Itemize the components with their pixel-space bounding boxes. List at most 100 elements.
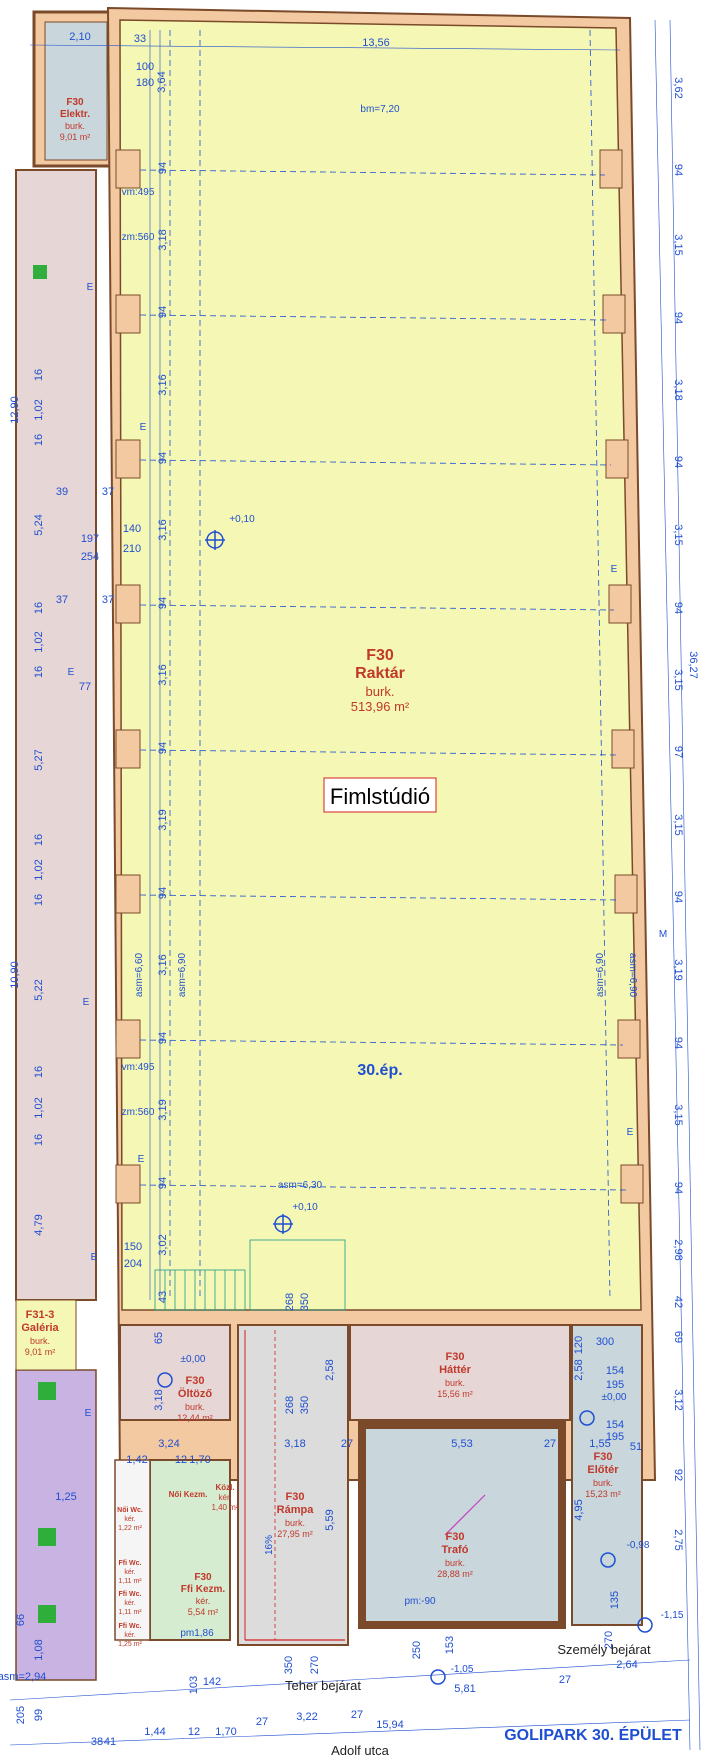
dim-lower-37: 103 (188, 1676, 200, 1694)
dim-right-6: 3,15 (672, 524, 684, 545)
dim-top-5: 3,64 (156, 71, 168, 92)
room-ffi_wc2-code: Ffi Wc. (119, 1591, 142, 1598)
dim-side-4: 37 (102, 486, 114, 498)
room-raktar-code: F30 (366, 647, 394, 664)
dim-lower-28: 66 (15, 1614, 27, 1626)
dim-lower-14: 5,53 (451, 1438, 472, 1450)
dim-lower-21: 1,42 (126, 1454, 147, 1466)
dim-right-18: 69 (672, 1331, 684, 1343)
room-ffi_wc1-surface: kér. (124, 1569, 135, 1576)
room-rampa-code: F30 (286, 1491, 305, 1503)
dim-left-8: 94 (157, 742, 169, 754)
dim-lower-51: asm=2,94 (0, 1671, 46, 1683)
room-raktar-name: Raktár (355, 665, 405, 682)
note-e-7: E (91, 1252, 98, 1263)
dim-left-5: 3,16 (157, 519, 169, 540)
dim-right-0: 3,62 (672, 77, 684, 98)
note-bm: bm=7,20 (360, 104, 400, 115)
dim-lower-33: 153 (444, 1636, 456, 1654)
room-eloter-code: F30 (594, 1451, 613, 1463)
dim-lower-7: 120 (573, 1336, 585, 1354)
dim-lower-16: 1,55 (589, 1438, 610, 1450)
room-elektr-code: F30 (66, 97, 84, 108)
note-level2: +0,10 (292, 1202, 318, 1213)
dim-left-14: 94 (157, 1177, 169, 1189)
dim-lower-43: 3,22 (296, 1711, 317, 1723)
column-marker-3 (38, 1605, 56, 1623)
room-ffi_kezm-surface: kér. (196, 1596, 211, 1606)
dim-left-1: 3,18 (157, 229, 169, 250)
dim-right-7: 94 (672, 602, 684, 614)
dim-right-19: 3,12 (672, 1389, 684, 1410)
dim-side-12: 37 (102, 594, 114, 606)
note-e-1: E (140, 422, 147, 433)
dim-side-3: 39 (56, 486, 68, 498)
level-marker-1 (205, 530, 225, 550)
level-marker-3 (157, 1372, 653, 1685)
dim-right-20: 92 (672, 1469, 684, 1481)
room-galeria-code: F31-3 (26, 1309, 55, 1321)
stair (154, 1239, 346, 1311)
dim-lower-1: 3,18 (153, 1389, 165, 1410)
column-marker-4 (33, 265, 47, 279)
column-marker-2 (38, 1528, 56, 1546)
freight-entrance-label: Teher bejárat (285, 1678, 361, 1693)
dim-lower-50: 41 (104, 1736, 116, 1748)
dim-right-9: 97 (672, 746, 684, 758)
room-ffi_wc3-area: 1,25 m² (118, 1641, 142, 1648)
dim-side-28: 10,90 (9, 961, 21, 989)
right-pilasters (599, 149, 644, 1204)
dim-side-13: 1,02 (33, 631, 45, 652)
note-level-115: -1,15 (661, 1610, 684, 1621)
dim-side-23: 16 (33, 1134, 45, 1146)
dim-side-18: 1,02 (33, 859, 45, 880)
room-hatter-code: F30 (446, 1351, 465, 1363)
room-hatter-area: 15,56 m² (437, 1389, 473, 1399)
dim-side-9: 210 (123, 543, 141, 555)
dim-lower-11: 195 (606, 1379, 624, 1391)
dim-lower-3: 268 (284, 1293, 296, 1311)
dim-side-20: 5,22 (33, 979, 45, 1000)
dim-lines (29, 19, 701, 1751)
room-oltozo-name: Öltöző (178, 1387, 212, 1400)
dim-lower-35: 350 (283, 1656, 295, 1674)
dim-left-6: 94 (157, 597, 169, 609)
structural-grid (139, 29, 627, 1301)
hatter-room (349, 1324, 571, 1421)
dim-lower-40: 12 (188, 1726, 200, 1738)
dim-lower-22: 12 (175, 1454, 187, 1466)
dim-lower-19: 3,18 (284, 1438, 305, 1450)
dim-lower-41: 1,70 (215, 1726, 236, 1738)
note-level-eloter: ±0,00 (602, 1392, 627, 1403)
room-kozl-area: 1,40 m² (211, 1503, 238, 1512)
dim-lower-17: 51 (630, 1441, 642, 1453)
dim-right-1: 94 (672, 164, 684, 176)
side-building (15, 169, 97, 1301)
dim-side-14: 16 (33, 666, 45, 678)
room-elektr-name: Elektr. (60, 109, 90, 120)
dim-lower-26: 1,25 (55, 1491, 76, 1503)
dim-right-10: 3,15 (672, 814, 684, 835)
dim-left-10: 94 (157, 887, 169, 899)
dim-right-14: 3,15 (672, 1104, 684, 1125)
dim-lower-23: 1,70 (189, 1454, 210, 1466)
note-e-8: E (85, 1408, 92, 1419)
room-ffi_wc3-code: Ffi Wc. (119, 1623, 142, 1630)
room-trafo-surface: burk. (445, 1558, 465, 1568)
dim-side-15: 77 (79, 681, 91, 693)
note-level-oltozo: ±0,00 (181, 1354, 206, 1365)
dim-lower-18: 3,24 (158, 1438, 179, 1450)
dim-lower-25: 4,95 (573, 1499, 585, 1520)
room-eloter-surface: burk. (593, 1478, 613, 1488)
room-kozl-surface: kér. (219, 1493, 232, 1502)
dim-side-25: 150 (124, 1241, 142, 1253)
dim-lower-20: 27 (341, 1438, 353, 1450)
room-eloter-name: Előtér (587, 1464, 619, 1476)
dim-lower-8: 300 (596, 1336, 614, 1348)
room-ffi_kezm-code: F30 (194, 1572, 212, 1583)
dim-right-5: 94 (672, 456, 684, 468)
dim-right-8: 3,15 (672, 669, 684, 690)
dim-lower-10: 154 (606, 1365, 624, 1377)
dim-lower-27: 1,08 (33, 1639, 45, 1660)
